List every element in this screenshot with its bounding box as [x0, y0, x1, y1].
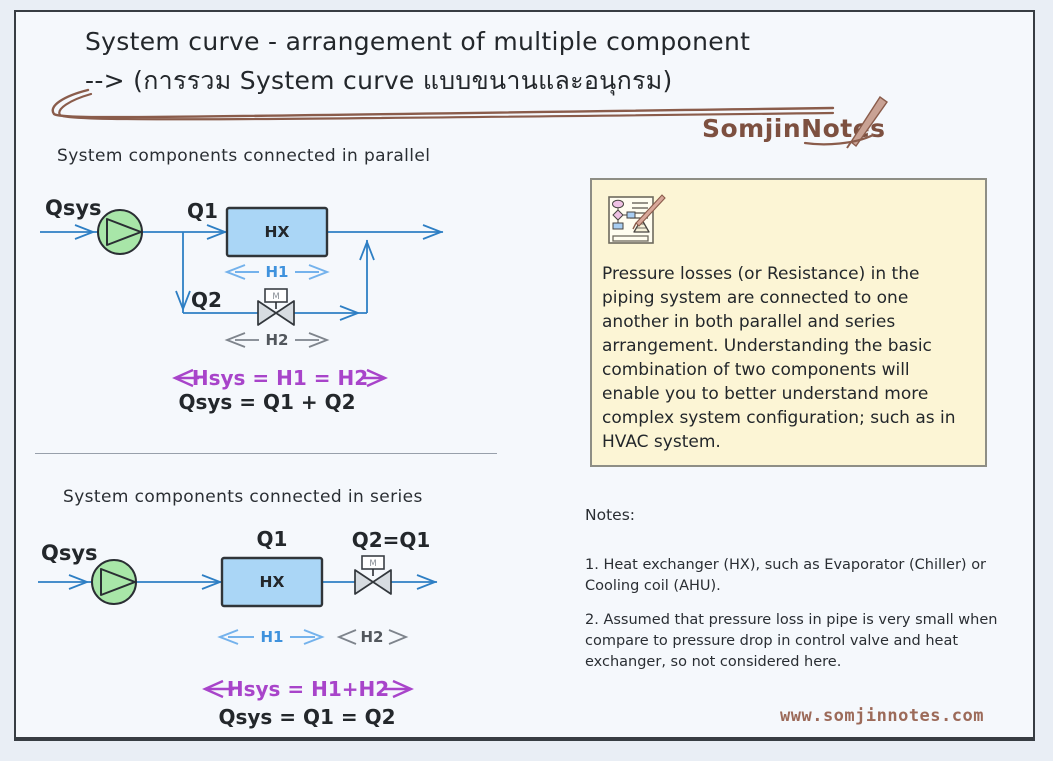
series-flow-lines	[38, 574, 438, 590]
series-q2-label: Q2=Q1	[352, 528, 431, 552]
series-head-equation: Hsys = H1+H2	[202, 677, 414, 701]
series-section-heading: System components connected in series	[63, 487, 423, 507]
series-h1-label: H1	[261, 628, 284, 646]
pump-icon	[97, 209, 143, 255]
logo-underline-icon	[803, 133, 875, 146]
valve-actuator-label: M	[272, 292, 279, 302]
parallel-flow-lines	[40, 224, 444, 321]
note-item: 2. Assumed that pressure loss in pipe is…	[585, 612, 998, 670]
series-q1-label: Q1	[257, 527, 288, 551]
note-paragraph: Pressure losses (or Resistance) in the p…	[602, 264, 956, 452]
note-document-icon	[608, 194, 666, 244]
section-divider	[35, 453, 497, 454]
notes-heading: Notes:	[585, 506, 635, 524]
series-qsys-label: Qsys	[41, 541, 98, 565]
pump-icon	[91, 559, 137, 605]
control-valve-icon: M	[257, 288, 295, 326]
parallel-h1-arrow: H1	[224, 263, 330, 281]
series-h2-label: H2	[361, 628, 384, 646]
series-h1-arrow: H1	[217, 628, 325, 646]
parallel-section-heading: System components connected in parallel	[57, 146, 431, 166]
parallel-head-equation: Hsys = H1 = H2	[172, 366, 388, 390]
valve-actuator-label: M	[369, 559, 376, 569]
page-title: System curve - arrangement of multiple c…	[85, 27, 751, 56]
series-flow-equation: Qsys = Q1 = Q2	[218, 705, 395, 729]
page-subtitle: --> (การรวม System curve แบบขนานและอนุกร…	[85, 66, 673, 95]
svg-text:Hsys = H1 = H2: Hsys = H1 = H2	[192, 366, 368, 390]
svg-text:Hsys = H1+H2: Hsys = H1+H2	[227, 677, 389, 701]
parallel-q1-label: Q1	[187, 199, 218, 223]
parallel-qsys-label: Qsys	[45, 196, 102, 220]
series-diagram: HX M Qsys Q1 Q2=Q1 H1 H2 Hsys = H1+H2 Qs…	[38, 527, 438, 729]
parallel-h1-label: H1	[266, 263, 289, 281]
heat-exchanger-box: HX	[225, 206, 329, 258]
hx-label: HX	[265, 223, 290, 241]
parallel-flow-equation: Qsys = Q1 + Q2	[178, 390, 355, 414]
underline-swoosh-icon	[51, 88, 835, 121]
parallel-h2-arrow: H2	[224, 331, 330, 349]
series-h2-arrow: H2	[336, 628, 409, 646]
note-item: 1. Heat exchanger (HX), such as Evaporat…	[585, 557, 987, 594]
parallel-diagram: HX M Qsys Q1 Q2 H1 H2 Hsys = H1 = H2 Qsy…	[40, 196, 444, 414]
note-box	[590, 178, 987, 467]
website-url: www.somjinnotes.com	[780, 706, 984, 726]
control-valve-icon: M	[354, 555, 392, 595]
parallel-h2-label: H2	[266, 331, 289, 349]
heat-exchanger-box: HX	[220, 556, 324, 608]
parallel-q2-label: Q2	[191, 288, 222, 312]
hx-label: HX	[260, 573, 285, 591]
